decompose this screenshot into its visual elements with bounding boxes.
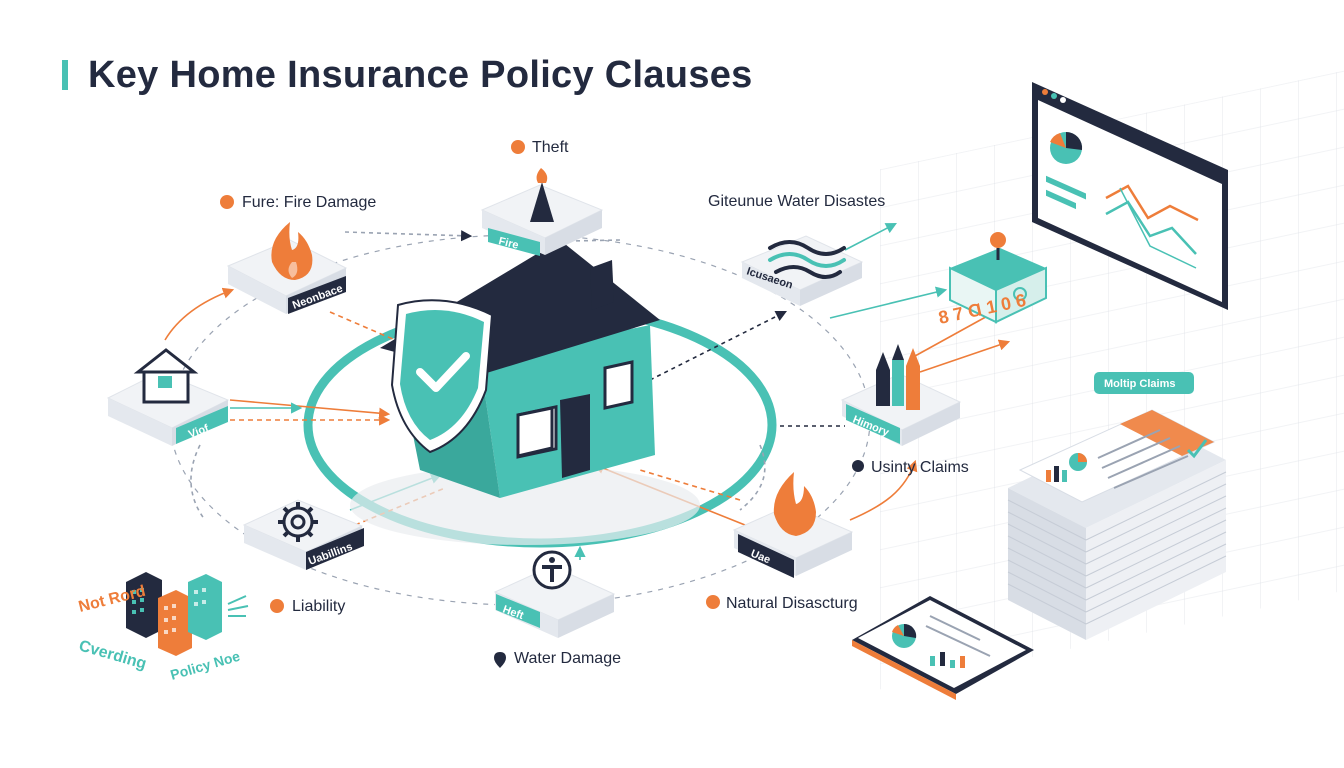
flame-icon xyxy=(536,168,548,183)
pin-icon xyxy=(494,652,506,668)
monitor-chart xyxy=(1032,82,1228,310)
tag-fire: Fire xyxy=(497,235,519,252)
label-fire-damage: Fure: Fire Damage xyxy=(242,194,376,211)
node-uae: Uae xyxy=(732,472,854,578)
scatter-cverding: Cverding xyxy=(77,638,148,673)
node-heft: Heft xyxy=(493,550,616,638)
label-natural-disaster: Natural Disascturg xyxy=(726,595,858,612)
node-neonbace: Neonbace xyxy=(226,222,348,314)
chart-icon xyxy=(1046,131,1199,269)
node-viof: Viof xyxy=(106,348,230,446)
wave-icon xyxy=(768,240,846,279)
label-theft: Theft xyxy=(532,139,569,156)
liability-dot xyxy=(270,599,284,613)
usinty-claims-dot xyxy=(852,460,864,472)
tablet-icon xyxy=(852,596,1034,700)
label-usinty-claims: Usinty Claims xyxy=(871,459,969,476)
node-icusaeon: Icusaeon xyxy=(740,235,864,306)
node-uabilling: Uabillins xyxy=(242,499,364,570)
node-fire: Fire xyxy=(480,168,604,256)
city-buildings xyxy=(126,572,249,656)
title-accent-bar xyxy=(62,60,68,90)
label-liability: Liability xyxy=(292,598,345,615)
lamp-box xyxy=(949,232,1047,324)
badge-multip-claims: Moltip Claims xyxy=(1094,372,1194,394)
tag-multip-claims: Moltip Claims xyxy=(1104,378,1176,390)
page-title: Key Home Insurance Policy Clauses xyxy=(88,54,753,96)
document-stack-icon xyxy=(1007,409,1227,640)
shield-check-icon xyxy=(390,299,494,454)
label-water-damage: Water Damage xyxy=(514,650,621,667)
fire-damage-dot xyxy=(220,195,234,209)
theft-dot xyxy=(511,140,525,154)
flame-icon xyxy=(271,222,313,280)
house-icon xyxy=(133,348,199,404)
natural-disaster-dot xyxy=(706,595,720,609)
lamp-icon xyxy=(530,182,554,222)
label-water-disasters: Giteunue Water Disastes xyxy=(708,193,885,210)
building-icon xyxy=(876,344,920,410)
flame-icon xyxy=(773,472,816,536)
person-icon xyxy=(532,550,572,590)
node-himory: Himory xyxy=(840,344,962,446)
gear-icon xyxy=(278,502,318,542)
